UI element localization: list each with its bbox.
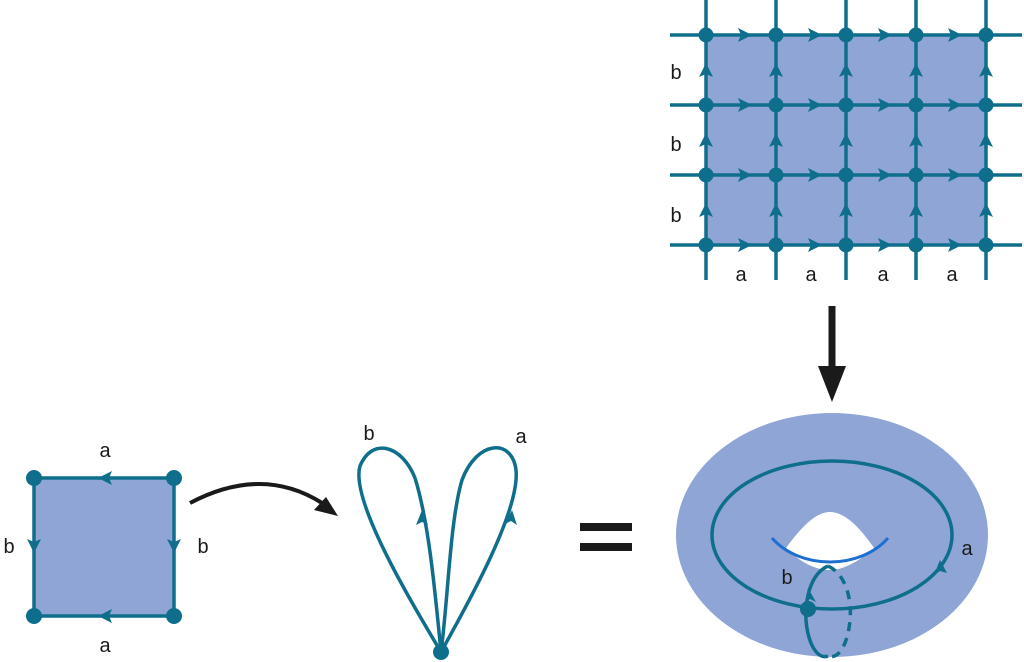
square-bottom-arrow [98, 609, 112, 623]
torus-meridian-b [804, 564, 829, 659]
grid-arrow-b [839, 133, 853, 147]
square-vertex-tr [166, 470, 182, 486]
torus-meridian-b-hidden [827, 564, 853, 659]
square-vertex-tl [26, 470, 42, 486]
grid-arrow-a [878, 238, 892, 252]
grid-vertex [768, 237, 784, 253]
torus-longitude-a [710, 459, 954, 611]
grid-arrow-a [878, 28, 892, 42]
grid-vertex [978, 27, 994, 43]
bouquet-loop-b [357, 446, 443, 653]
grid-vertex [698, 27, 714, 43]
torus-longitude-arrow [934, 560, 947, 575]
square-top-label: a [99, 440, 111, 462]
down-arrow [818, 306, 846, 402]
grid-vertex [908, 27, 924, 43]
grid-arrows [699, 28, 993, 252]
grid-arrow-b [769, 203, 783, 217]
torus-hole [786, 512, 874, 570]
grid-row-label-1: b [670, 62, 681, 84]
grid-vertex [908, 167, 924, 183]
square-vertex-bl [26, 608, 42, 624]
grid-vertex [698, 237, 714, 253]
grid-col-label-2: a [805, 264, 817, 286]
grid-arrow-a [738, 28, 752, 42]
grid-arrow-a [948, 98, 962, 112]
grid-vertex [838, 27, 854, 43]
grid-vertex [908, 237, 924, 253]
grid-arrow-b [769, 63, 783, 77]
grid-arrow-b [699, 203, 713, 217]
grid-row-label-2: b [670, 134, 681, 156]
grid-arrow-b [979, 203, 993, 217]
torus-label-a: a [961, 538, 973, 560]
torus: b a [676, 413, 988, 659]
grid-vertex [768, 97, 784, 113]
square-fill [32, 476, 176, 618]
fundamental-square: a a b b [3, 440, 208, 657]
grid-vertices [698, 27, 994, 253]
bouquet-label-b: b [363, 423, 374, 445]
grid-arrow-b [979, 63, 993, 77]
grid-vertex [838, 167, 854, 183]
grid-row-label-3: b [670, 205, 681, 227]
grid-arrow-b [699, 63, 713, 77]
grid-arrow-a [808, 168, 822, 182]
grid-vertex [838, 97, 854, 113]
grid-arrow-a [948, 238, 962, 252]
equals-sign: = [580, 523, 632, 551]
grid-vertex [698, 167, 714, 183]
grid-col-label-1: a [735, 264, 747, 286]
square-top-arrow [98, 471, 112, 485]
grid-arrow-b [909, 63, 923, 77]
grid-arrow-b [909, 133, 923, 147]
grid-arrow-b [979, 133, 993, 147]
grid-vertex [908, 97, 924, 113]
grid-vertex [698, 97, 714, 113]
bouquet-arrow-b [416, 510, 428, 525]
universal-cover-grid: b b b a a a a [670, 0, 1022, 286]
grid-arrow-a [808, 28, 822, 42]
grid-arrow-a [948, 168, 962, 182]
curved-arrow [189, 482, 338, 516]
grid-arrow-a [878, 168, 892, 182]
grid-arrow-a [808, 238, 822, 252]
grid-arrow-b [909, 203, 923, 217]
bouquet-label-a: a [515, 426, 527, 448]
grid-vertex [978, 237, 994, 253]
torus-label-b: b [781, 567, 792, 589]
grid-col-label-4: a [946, 264, 958, 286]
grid-vertex [978, 167, 994, 183]
grid-arrow-a [738, 238, 752, 252]
square-left-label: b [3, 536, 14, 558]
grid-arrow-a [878, 98, 892, 112]
square-left-arrow [27, 539, 41, 553]
torus-basepoint [800, 601, 816, 617]
grid-vertex [768, 167, 784, 183]
square-right-arrow [167, 539, 181, 553]
grid-arrow-b [769, 133, 783, 147]
bouquet-basepoint [433, 644, 449, 660]
grid-arrow-a [738, 98, 752, 112]
square-right-label: b [197, 536, 208, 558]
grid-arrow-a [948, 28, 962, 42]
grid-arrow-b [699, 133, 713, 147]
grid-arrow-a [808, 98, 822, 112]
torus-meridian-arrow [805, 588, 816, 603]
square-bottom-label: a [99, 635, 111, 657]
square-vertex-br [166, 608, 182, 624]
grid-vertex [978, 97, 994, 113]
grid-arrow-b [839, 203, 853, 217]
grid-vertex [838, 237, 854, 253]
grid-arrow-b [839, 63, 853, 77]
grid-col-label-3: a [877, 264, 889, 286]
bouquet-arrow-a [505, 510, 517, 525]
grid-arrow-a [738, 168, 752, 182]
torus-inner-rim [770, 537, 890, 564]
wedge-of-circles [357, 446, 518, 653]
grid-vertex [768, 27, 784, 43]
bouquet-loop-a [439, 446, 518, 653]
